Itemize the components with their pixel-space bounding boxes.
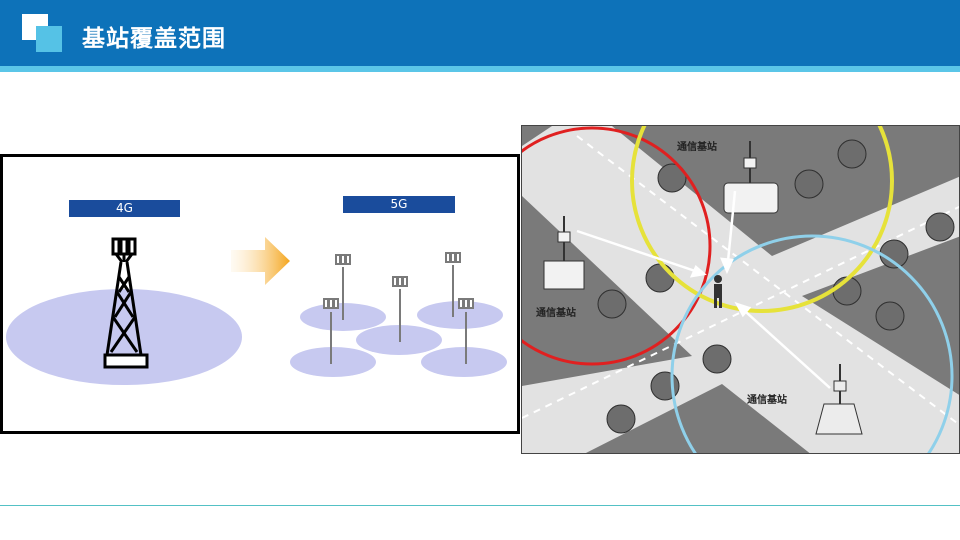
header-stripe (0, 66, 960, 72)
badge-5g: 5G (343, 196, 455, 213)
base-station-top-icon (723, 141, 779, 214)
station-label-top: 通信基站 (677, 142, 717, 153)
coverage-4g-area (6, 289, 242, 385)
header-bar (0, 0, 960, 66)
slide-title: 基站覆盖范围 (82, 25, 226, 52)
footer-divider (0, 505, 960, 506)
base-station-map: 通信基站 通信基站 通信基站 (521, 125, 960, 454)
user-person-icon (714, 275, 722, 308)
small-cell-towers-icon (323, 252, 474, 364)
coverage-comparison-panel: 4G 5G (0, 154, 520, 434)
tower-4g-icon (103, 237, 149, 369)
transition-arrow-icon (231, 237, 290, 285)
station-label-bottom: 通信基站 (747, 395, 787, 406)
map-illustration (522, 126, 959, 453)
base-station-bottom-icon (815, 364, 863, 435)
station-label-left: 通信基站 (536, 308, 576, 319)
coverage-illustration (6, 237, 507, 385)
badge-4g: 4G (69, 200, 180, 217)
logo-icon (22, 14, 64, 52)
base-station-left-icon (543, 216, 585, 290)
